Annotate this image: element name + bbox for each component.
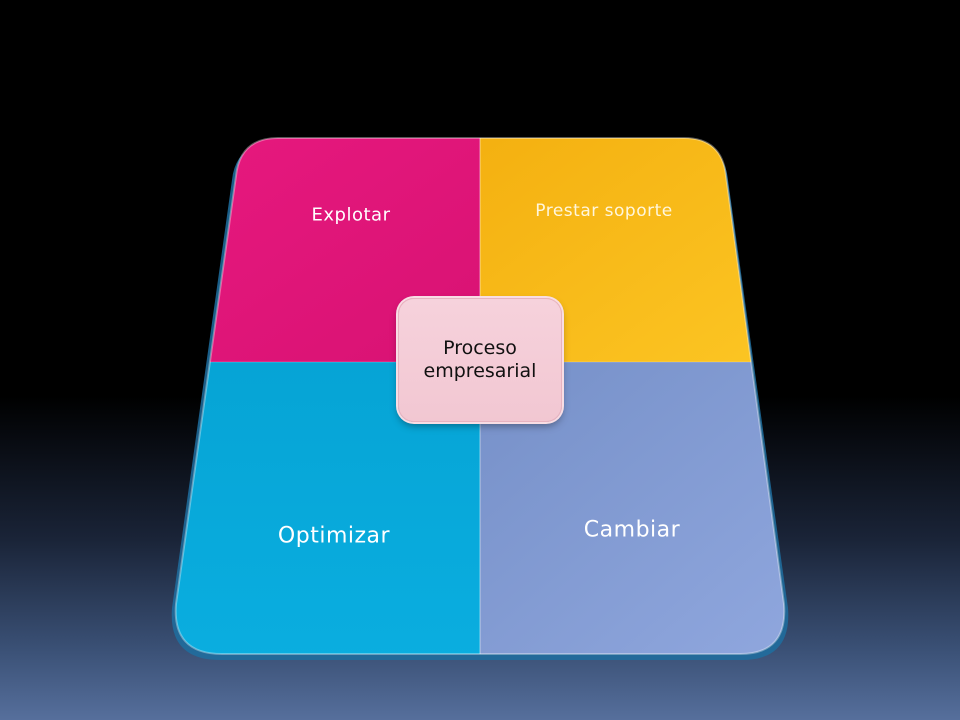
board-outline: [174, 137, 786, 655]
center-node-label: Proceso empresarial: [423, 337, 537, 382]
quadrant-label-cambiar: Cambiar: [583, 517, 681, 543]
quadrant-label-optimizar: Optimizar: [277, 523, 391, 549]
quadrant-bottom-left: [175, 362, 480, 654]
quadrant-label-prestar-soporte: Prestar soporte: [535, 201, 673, 221]
quadrant-top-right: [480, 138, 785, 362]
center-node: Proceso empresarial: [398, 298, 562, 422]
quadrant-label-explotar: Explotar: [311, 204, 391, 226]
quadrant-bottom-right: [480, 362, 785, 654]
